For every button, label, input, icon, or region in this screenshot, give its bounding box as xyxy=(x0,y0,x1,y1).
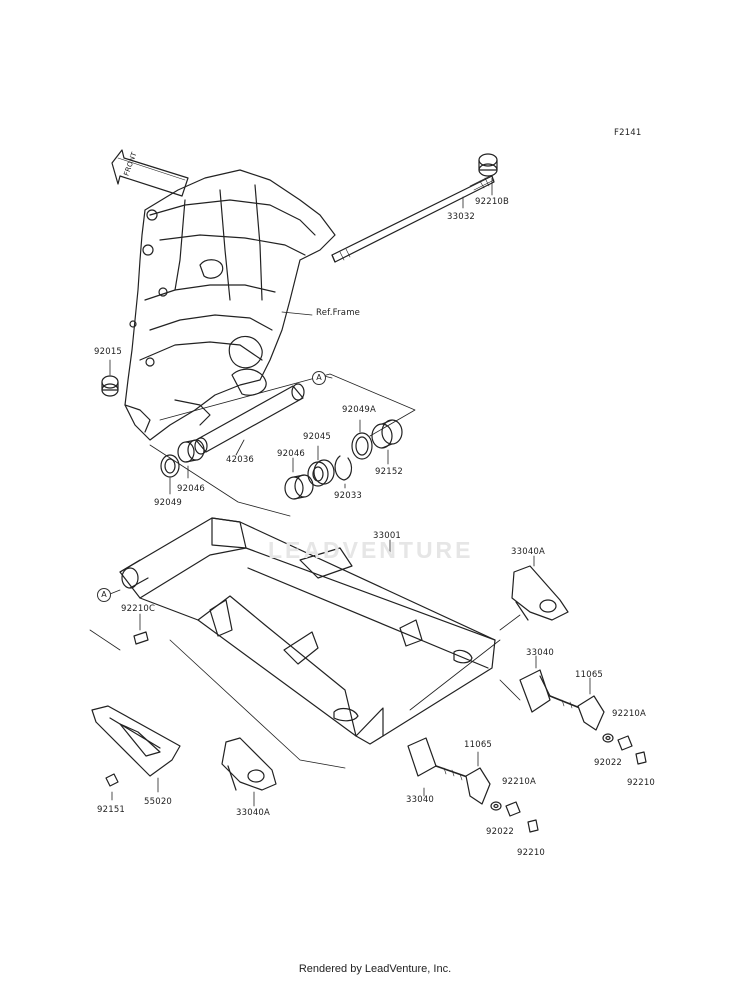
ref-frame-label: Ref.Frame xyxy=(316,308,361,318)
nut-92210-left xyxy=(527,819,539,833)
circlip-92033 xyxy=(334,455,353,481)
marker-a-lower: A xyxy=(97,588,111,602)
bearing-92046-upper xyxy=(177,439,205,463)
frame-outline xyxy=(124,169,336,441)
part-label-92151[interactable]: 92151 xyxy=(97,805,126,815)
watermark-text: LEADVENTURE xyxy=(268,537,474,563)
part-label-92210C[interactable]: 92210C xyxy=(121,604,156,614)
part-label-92046-upper[interactable]: 92046 xyxy=(177,484,206,494)
nut-92210B xyxy=(478,153,498,177)
chain-slipper-55020 xyxy=(91,705,181,777)
part-label-33040-left[interactable]: 33040 xyxy=(406,795,435,805)
bearing-92046-lower xyxy=(284,474,314,500)
part-label-92210B[interactable]: 92210B xyxy=(475,197,510,207)
pivot-shaft-33032 xyxy=(331,175,495,263)
bearing-92045 xyxy=(307,459,335,487)
collar-92152 xyxy=(371,419,403,449)
block-11065-left xyxy=(465,767,491,805)
part-label-33040A-top[interactable]: 33040A xyxy=(511,547,546,557)
nut-92015 xyxy=(101,375,119,397)
part-label-92046-lower[interactable]: 92046 xyxy=(277,449,306,459)
screw-92151 xyxy=(105,773,119,787)
part-label-11065-left[interactable]: 11065 xyxy=(464,740,493,750)
part-label-92210A-right[interactable]: 92210A xyxy=(612,709,647,719)
washer-92022-right xyxy=(602,733,614,743)
seal-92049 xyxy=(160,454,180,478)
seal-92049A xyxy=(351,432,373,460)
part-label-92210-left[interactable]: 92210 xyxy=(517,848,546,858)
part-label-92210-right[interactable]: 92210 xyxy=(627,778,656,788)
part-label-92049[interactable]: 92049 xyxy=(154,498,183,508)
block-11065-right xyxy=(577,695,605,731)
bolt-92210C xyxy=(133,631,149,645)
marker-a-upper: A xyxy=(312,371,326,385)
nut-92210A-right xyxy=(617,735,633,751)
part-label-92152[interactable]: 92152 xyxy=(375,467,404,477)
part-label-92045[interactable]: 92045 xyxy=(303,432,332,442)
part-label-33032[interactable]: 33032 xyxy=(447,212,476,222)
part-label-33040-right[interactable]: 33040 xyxy=(526,648,555,658)
adjuster-plate-33040A-bottom xyxy=(221,737,277,791)
footer-credit: Rendered by LeadVenture, Inc. xyxy=(298,963,452,975)
part-label-33001[interactable]: 33001 xyxy=(373,531,402,541)
part-label-55020[interactable]: 55020 xyxy=(144,797,173,807)
adjuster-plate-33040A-top xyxy=(511,565,569,621)
part-label-92049A[interactable]: 92049A xyxy=(342,405,377,415)
part-label-92022-right[interactable]: 92022 xyxy=(594,758,623,768)
part-label-33040A-bottom[interactable]: 33040A xyxy=(236,808,271,818)
part-label-92015[interactable]: 92015 xyxy=(94,347,123,357)
swingarm-33001 xyxy=(119,517,496,745)
nut-92210A-left xyxy=(505,801,521,817)
part-label-92022-left[interactable]: 92022 xyxy=(486,827,515,837)
sleeve-42036 xyxy=(194,383,305,455)
washer-92022-left xyxy=(490,801,502,811)
part-label-92210A-left[interactable]: 92210A xyxy=(502,777,537,787)
part-label-42036[interactable]: 42036 xyxy=(226,455,255,465)
part-label-92033[interactable]: 92033 xyxy=(334,491,363,501)
part-label-11065-right[interactable]: 11065 xyxy=(575,670,604,680)
nut-92210-right xyxy=(635,751,647,765)
figure-code: F2141 xyxy=(614,128,642,138)
